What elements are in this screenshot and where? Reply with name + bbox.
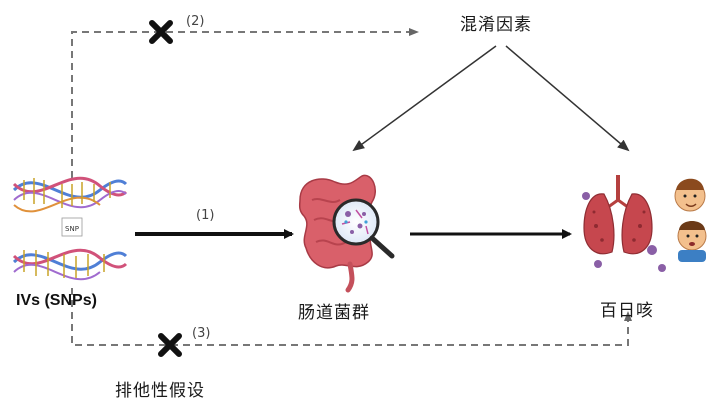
confounder-to-gut-arrow	[352, 45, 497, 152]
ivs-label: IVs (SNPs)	[16, 292, 97, 309]
path-3-label: (3)	[192, 326, 211, 341]
confounder-to-pertussis-arrow	[505, 45, 630, 152]
infected-lungs-icon	[582, 175, 666, 272]
coughing-child-icon	[674, 178, 707, 262]
exclusion-assumption-label: 排他性假设	[115, 381, 205, 401]
pertussis-label: 百日咳	[600, 301, 654, 321]
cross-mark-icon	[158, 333, 182, 357]
gut-microbiota-label: 肠道菌群	[298, 303, 370, 323]
cross-mark-icon	[149, 20, 173, 44]
path-1-label: (1)	[196, 208, 215, 223]
dna-helix-icon: SNP	[12, 176, 128, 281]
virus-icon	[582, 192, 666, 272]
snp-label: SNP	[65, 225, 79, 233]
intestine-magnifier-icon	[298, 174, 395, 293]
path-3-dashed	[71, 288, 632, 346]
path-2-label: (2)	[186, 14, 205, 29]
path-2-dashed	[71, 28, 419, 178]
confounders-label: 混淆因素	[460, 15, 532, 35]
